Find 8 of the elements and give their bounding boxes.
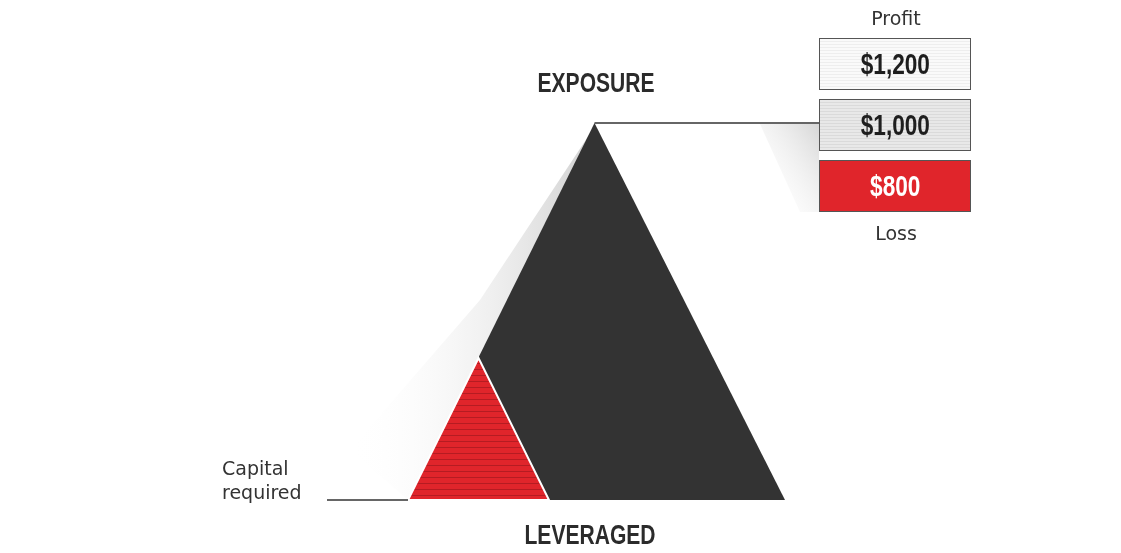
value-box: $1,000 <box>819 99 971 151</box>
node-label: Loss <box>875 222 917 244</box>
heading: EXPOSURE <box>537 68 655 99</box>
leader-line <box>593 122 820 124</box>
callout-label: Capital required <box>222 456 303 504</box>
heading: LEVERAGED <box>524 520 656 551</box>
node-label: Profit <box>871 7 921 29</box>
leader-line <box>326 499 409 501</box>
